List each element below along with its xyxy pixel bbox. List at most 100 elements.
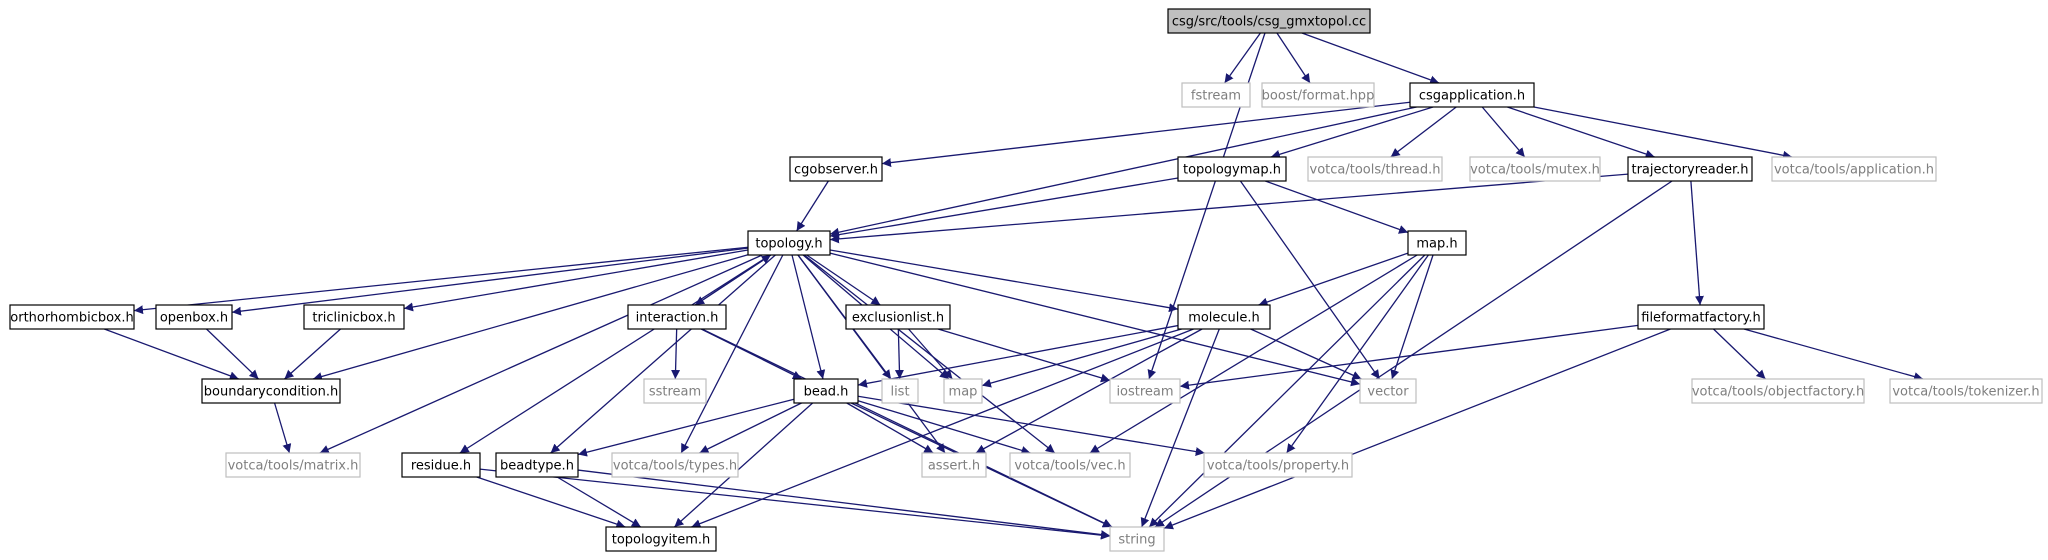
node-label-boost_format: boost/format.hpp: [1262, 89, 1375, 104]
edge-topology-to-molecule: [829, 249, 1179, 313]
node-application: votca/tools/application.h: [1771, 156, 1937, 182]
node-tokenizer: votca/tools/tokenizer.h: [1889, 378, 2043, 404]
edge-beadtype-to-string: [577, 469, 1111, 540]
edge-fileformatfactory-to-tokenizer: [1743, 328, 1924, 381]
node-box-triclinicbox: [303, 304, 405, 330]
edge-triclinicbox-to-boundarycondition: [284, 328, 341, 380]
node-box-maph: [1407, 230, 1467, 256]
node-boost_format: boost/format.hpp: [1261, 82, 1375, 108]
node-topologymap[interactable]: topologymap.h: [1177, 156, 1287, 182]
node-label-residue: residue.h: [411, 459, 471, 474]
node-matrix: votca/tools/matrix.h: [225, 452, 361, 478]
edge-exclusionlist-to-list: [894, 328, 904, 380]
node-label-tokenizer: votca/tools/tokenizer.h: [1892, 385, 2039, 400]
node-fstream: fstream: [1181, 82, 1251, 108]
edge-csgapplication-to-topology: [829, 106, 1417, 237]
edge-beadh-to-topologyitem: [673, 402, 814, 528]
edge-residue-to-topologyitem: [476, 476, 626, 529]
node-triclinicbox[interactable]: triclinicbox.h: [303, 304, 405, 330]
node-string: string: [1109, 526, 1165, 552]
node-assert: assert.h: [921, 452, 987, 478]
edge-csgapplication-to-cgobserver: [881, 101, 1411, 168]
node-box-string: [1109, 526, 1165, 552]
edge-molecule-to-mapstd: [981, 328, 1182, 388]
node-beadh[interactable]: bead.h: [793, 378, 859, 404]
edge-maph-to-property: [1286, 254, 1429, 454]
node-molecule[interactable]: molecule.h: [1177, 304, 1271, 330]
node-label-boundarycondition: boundarycondition.h: [204, 385, 338, 400]
node-box-csg_gmxtopol: [1167, 8, 1371, 34]
node-exclusionlist[interactable]: exclusionlist.h: [845, 304, 951, 330]
edge-csgapplication-to-application: [1533, 106, 1793, 160]
node-cgobserver[interactable]: cgobserver.h: [789, 156, 883, 182]
node-box-assert: [921, 452, 987, 478]
edge-csgapplication-to-trajectoryreader: [1507, 106, 1655, 159]
node-box-topologyitem: [605, 526, 717, 552]
node-box-topology: [747, 230, 831, 256]
node-box-molecule: [1177, 304, 1271, 330]
node-box-residue: [401, 452, 481, 478]
edge-beadtype-to-topologyitem: [556, 476, 642, 528]
node-box-vec: [1009, 452, 1131, 478]
node-box-matrix: [225, 452, 361, 478]
node-label-trajectoryreader: trajectoryreader.h: [1631, 163, 1748, 178]
edge-topology-to-boundarycondition: [312, 254, 749, 381]
node-csgapplication[interactable]: csgapplication.h: [1409, 82, 1535, 108]
node-label-thread: votca/tools/thread.h: [1310, 163, 1441, 178]
node-label-interaction: interaction.h: [636, 311, 719, 326]
edge-maph-to-molecule: [1258, 252, 1409, 307]
node-box-types: [611, 452, 739, 478]
node-objectfactory: votca/tools/objectfactory.h: [1691, 378, 1865, 404]
edge-topology-to-orthorhombicbox: [133, 246, 749, 315]
node-interaction[interactable]: interaction.h: [627, 304, 727, 330]
node-box-list: [881, 378, 919, 404]
edge-topologymap-to-topology: [829, 177, 1179, 240]
edge-molecule-to-topologyitem: [691, 328, 1194, 528]
edge-boundarycondition-to-matrix: [273, 402, 292, 454]
edge-beadh-to-beadtype: [577, 398, 795, 457]
edge-orthorhombicbox-to-boundarycondition: [104, 328, 239, 381]
edge-csgapplication-to-mutex: [1481, 106, 1526, 158]
node-label-fstream: fstream: [1191, 89, 1241, 104]
node-box-trajectoryreader: [1627, 156, 1753, 182]
node-topology[interactable]: topology.h: [747, 230, 831, 256]
node-label-application: votca/tools/application.h: [1774, 163, 1934, 178]
node-box-thread: [1307, 156, 1443, 182]
node-box-exclusionlist: [845, 304, 951, 330]
node-property: votca/tools/property.h: [1203, 452, 1353, 478]
edge-maph-to-vector: [1390, 254, 1434, 380]
node-vec: votca/tools/vec.h: [1009, 452, 1131, 478]
node-label-vec: votca/tools/vec.h: [1014, 459, 1125, 474]
node-beadtype[interactable]: beadtype.h: [495, 452, 579, 478]
edge-topology-to-beadtype: [550, 254, 776, 454]
node-label-csgapplication: csgapplication.h: [1419, 89, 1525, 104]
node-topologyitem[interactable]: topologyitem.h: [605, 526, 717, 552]
node-openbox[interactable]: openbox.h: [155, 304, 233, 330]
edge-topology-to-matrix: [319, 254, 763, 454]
edge-topologymap-to-vector: [1239, 180, 1381, 380]
node-fileformatfactory[interactable]: fileformatfactory.h: [1637, 304, 1765, 330]
node-label-molecule: molecule.h: [1188, 311, 1260, 326]
node-label-assert: assert.h: [928, 459, 980, 474]
node-box-topologymap: [1177, 156, 1287, 182]
node-label-maph: map.h: [1416, 237, 1457, 252]
node-residue[interactable]: residue.h: [401, 452, 481, 478]
node-label-beadtype: beadtype.h: [500, 459, 574, 474]
edge-csg_gmxtopol-to-csgapplication: [1301, 32, 1440, 85]
node-orthorhombicbox[interactable]: orthorhombicbox.h: [9, 304, 135, 330]
edge-fileformatfactory-to-objectfactory: [1713, 328, 1766, 380]
edge-topology-to-types: [680, 254, 784, 454]
node-label-exclusionlist: exclusionlist.h: [852, 311, 944, 326]
node-maph[interactable]: map.h: [1407, 230, 1467, 256]
edge-cgobserver-to-topology: [796, 180, 829, 232]
node-box-fstream: [1181, 82, 1251, 108]
node-box-tokenizer: [1889, 378, 2043, 404]
node-boundarycondition[interactable]: boundarycondition.h: [201, 378, 341, 404]
node-label-string: string: [1118, 533, 1155, 548]
node-trajectoryreader[interactable]: trajectoryreader.h: [1627, 156, 1753, 182]
node-label-cgobserver: cgobserver.h: [794, 163, 878, 178]
edge-molecule-to-string: [1140, 328, 1220, 528]
node-box-iostream: [1109, 378, 1181, 404]
edge-molecule-to-assert: [975, 328, 1203, 454]
